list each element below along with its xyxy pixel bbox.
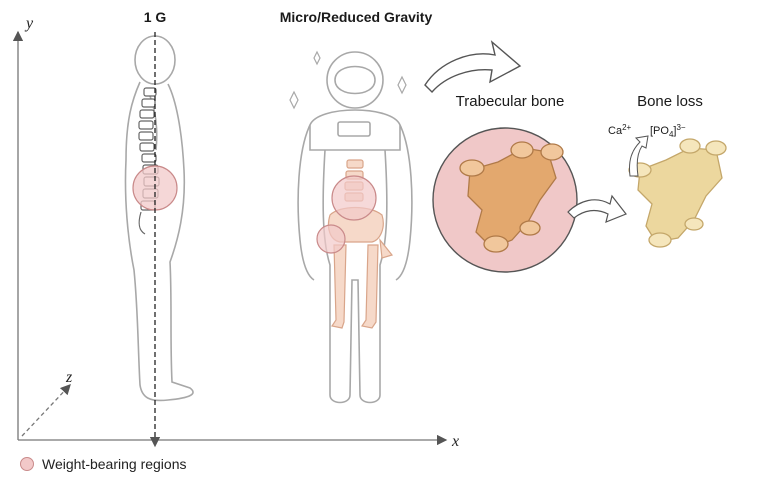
- legend-swatch: [20, 457, 34, 471]
- phosphate-ion-label: [PO4]3−: [650, 123, 686, 139]
- weight-bearing-marker-hip: [316, 224, 346, 254]
- astronaut-figure: [289, 50, 413, 404]
- bone-loss-label: Bone loss: [637, 93, 703, 110]
- ion-release-arrow: [629, 135, 649, 177]
- micro-gravity-title: Micro/Reduced Gravity: [280, 9, 433, 25]
- y-axis-label: y: [24, 15, 34, 32]
- legend-label: Weight-bearing regions: [42, 456, 187, 472]
- z-axis-label: z: [65, 369, 73, 386]
- axes: [12, 30, 448, 446]
- bone-loss-illustration: [628, 138, 727, 248]
- trabecular-bone-label: Trabecular bone: [456, 93, 565, 110]
- calcium-ion-label: Ca2+: [608, 123, 632, 137]
- curved-arrow-top: [424, 40, 522, 94]
- one-g-title: 1 G: [144, 9, 167, 25]
- z-axis-line: [21, 384, 71, 437]
- trabecular-bone-illustration: [459, 141, 564, 253]
- standing-spine: [138, 87, 160, 235]
- weight-bearing-marker-spine: [331, 175, 377, 221]
- x-axis-label: x: [451, 433, 459, 450]
- standing-figure: [124, 35, 194, 402]
- legend: Weight-bearing regions: [20, 456, 187, 472]
- curved-arrow-bottom: [567, 194, 627, 223]
